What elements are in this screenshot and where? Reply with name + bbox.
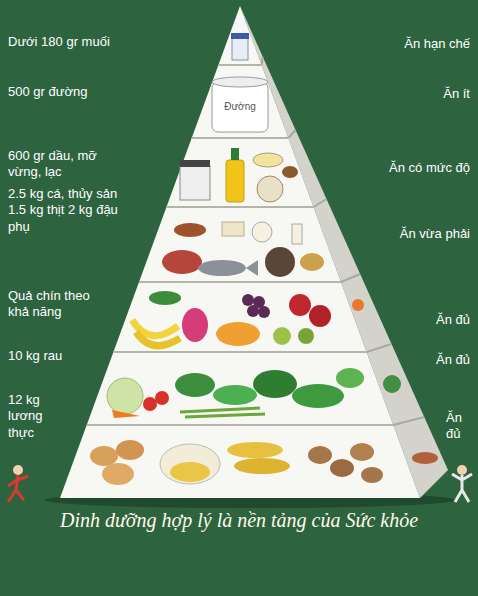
corn [227, 442, 283, 458]
advice-label: Ăn đủ [400, 312, 470, 328]
corn [234, 458, 290, 474]
pyramid-tier: 10 kg rau Ăn đủ [0, 348, 478, 371]
fish [246, 260, 258, 276]
amount-label: 600 gr dầu, mỡ vừng, lạc [8, 148, 108, 181]
pyramid-tier: 12 kg lương thực Ăn đủ [0, 392, 478, 445]
milk-glass [292, 224, 302, 244]
pyramid-tier: Quả chín theo khả năng Ăn đủ [0, 288, 478, 331]
pyramid-tier: Dưới 180 gr muối Ăn hạn chế [0, 34, 478, 55]
amount-label: Quả chín theo khả năng [8, 288, 103, 321]
apple [289, 294, 311, 316]
tier-shelf [367, 344, 392, 352]
sugar-jar [212, 77, 268, 87]
salt-jar [231, 33, 249, 39]
tier-shelf [341, 274, 360, 282]
tier-shelf [113, 351, 366, 353]
tier-shelf [87, 424, 394, 426]
oil-bottle [226, 160, 244, 202]
rice-bowl [160, 444, 220, 484]
tomato [143, 397, 157, 411]
grapes [258, 306, 270, 318]
tier-shelf [166, 206, 313, 208]
papaya [216, 322, 260, 346]
greens [213, 385, 257, 405]
beans [180, 408, 265, 417]
jar-label: Đường [214, 101, 266, 112]
potato [308, 446, 332, 464]
fish [198, 260, 246, 276]
player-figure [457, 465, 467, 475]
guava [273, 327, 291, 345]
bread [90, 446, 118, 466]
amount-label: 10 kg rau [8, 348, 108, 364]
advice-label: Ăn hạn chế [378, 36, 470, 52]
leaf [149, 291, 181, 305]
grapes [242, 294, 254, 306]
potato [330, 459, 354, 477]
advice-label: Ăn có mức độ [372, 160, 470, 176]
clams [265, 247, 295, 277]
tier-shelf [288, 130, 295, 138]
caption: Dinh dưỡng hợp lý là nền tảng của Sức kh… [0, 508, 478, 532]
oil-jar [180, 160, 210, 167]
potato [361, 467, 383, 483]
pyramid-tier: 600 gr dầu, mỡ vừng, lạc Ăn có mức độ [0, 148, 478, 183]
advice-label: Ăn đủ [400, 352, 470, 368]
amount-label: Dưới 180 gr muối [8, 34, 138, 50]
sweet-potato [412, 452, 438, 464]
tier-shelf [314, 199, 327, 207]
tier-shelf [139, 281, 341, 283]
egg [252, 222, 272, 242]
noodles [170, 462, 210, 482]
apple [309, 305, 331, 327]
meat [162, 250, 202, 274]
runner-figure [13, 465, 23, 475]
bread [116, 440, 144, 460]
oil-bottle [231, 148, 239, 160]
beans [300, 253, 324, 271]
grapes [247, 305, 259, 317]
orange [352, 299, 364, 311]
greens [175, 373, 215, 397]
tomato [155, 391, 169, 405]
pyramid-front [60, 6, 420, 498]
tier-shelf [192, 137, 289, 139]
bread [102, 463, 134, 485]
amount-label: 2.5 kg cá, thủy sản 1.5 kg thịt 2 kg đậu… [8, 186, 133, 235]
advice-label: Ăn đủ [446, 410, 474, 443]
tofu [222, 222, 244, 236]
potato [350, 443, 374, 461]
advice-label: Ăn vừa phải [372, 226, 470, 242]
greens [336, 368, 364, 388]
cabbage [107, 378, 143, 414]
tier-shelf [262, 57, 263, 65]
carrot [112, 410, 140, 418]
runner-figure [8, 475, 28, 502]
greens [383, 375, 401, 393]
dragon-fruit [182, 308, 208, 342]
advice-label: Ăn ít [378, 86, 470, 102]
salt-jar [232, 38, 248, 60]
oil-jar [180, 166, 210, 200]
sesame-bowl [253, 153, 283, 167]
amount-label: 500 gr đường [8, 84, 138, 100]
tier-shelf [218, 64, 261, 66]
pyramid-tier: 2.5 kg cá, thủy sản 1.5 kg thịt 2 kg đậu… [0, 186, 478, 245]
greens [253, 370, 297, 398]
banana [136, 332, 180, 346]
player-figure [452, 474, 472, 502]
sugar-jar [212, 82, 268, 132]
amount-label: 12 kg lương thực [8, 392, 60, 441]
tier-shelf [393, 417, 424, 425]
peanut-bowl [282, 166, 298, 178]
guava [298, 328, 314, 344]
sausage [174, 223, 206, 237]
peanut-plate [257, 176, 283, 202]
greens [292, 384, 344, 408]
